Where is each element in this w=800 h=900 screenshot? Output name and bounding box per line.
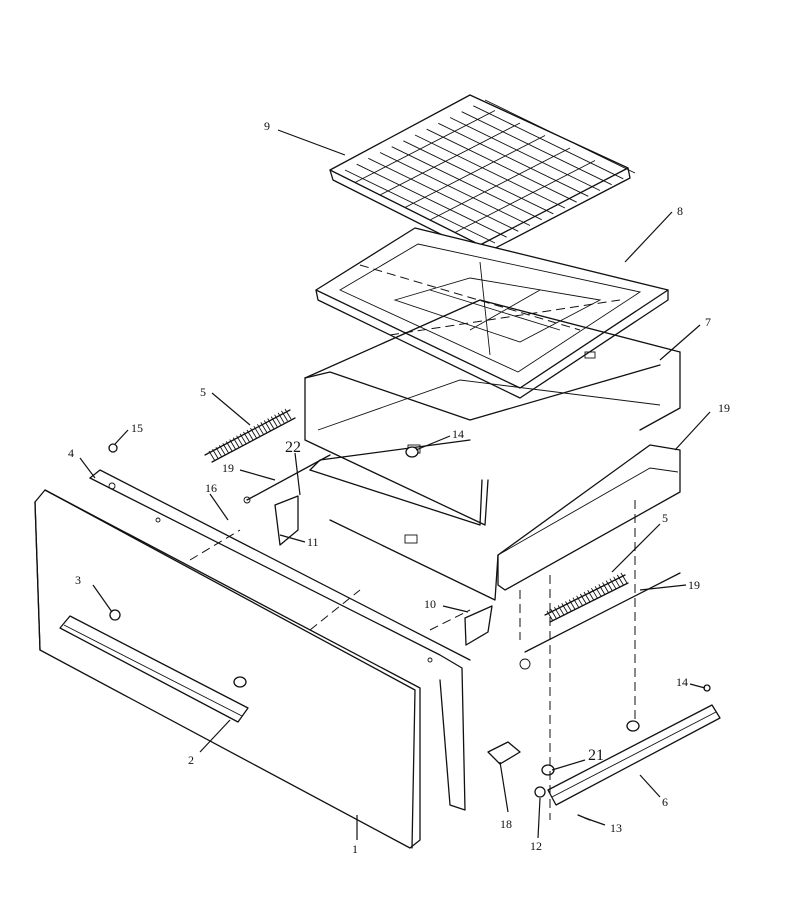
- callout-5-upper: 5: [200, 385, 206, 399]
- callout-19-upper: 19: [222, 461, 234, 475]
- spring-lower: [544, 572, 629, 623]
- callout-4: 4: [68, 446, 74, 460]
- callout-10: 10: [424, 597, 436, 611]
- broiler-grid: [329, 94, 636, 256]
- callout-12: 12: [530, 839, 542, 853]
- callout-15: 14: [452, 427, 464, 441]
- callout-3: 3: [75, 573, 81, 587]
- clip-18: [487, 741, 521, 765]
- callout-2: 2: [188, 753, 194, 767]
- callout-13: 13: [610, 821, 622, 835]
- drawer-handle: [59, 609, 249, 723]
- callout-7: 7: [705, 315, 711, 329]
- callout-8: 8: [677, 204, 683, 218]
- callout-1: 1: [352, 842, 358, 856]
- callout-11: 11: [307, 535, 319, 549]
- broiler-pan: [315, 227, 669, 399]
- drawer-front-panel: [34, 489, 421, 849]
- callout-labels: 9 8 7 19 5 15 4 16 19 22 11 14 3 2 1 5 1…: [68, 119, 730, 856]
- callout-6: 6: [662, 795, 668, 809]
- callout-5-lower: 5: [662, 511, 668, 525]
- slide-rail: [534, 704, 721, 806]
- callout-19-lower: 19: [688, 578, 700, 592]
- grid-slot-lines: [344, 99, 636, 244]
- knob-15: [405, 446, 419, 458]
- callout-21: 21: [588, 747, 604, 764]
- spring-upper: [204, 408, 296, 463]
- bracket-10: [464, 605, 493, 646]
- screw-16: [108, 443, 118, 453]
- leader-lines: [79, 129, 711, 840]
- callout-22: 22: [285, 439, 301, 456]
- callout-20: 19: [718, 401, 730, 415]
- rod-lower: [519, 572, 681, 670]
- callout-14: 14: [676, 675, 688, 689]
- callout-16: 15: [131, 421, 143, 435]
- bracket-11: [274, 495, 299, 546]
- side-panel: [329, 444, 681, 601]
- rod-upper: [243, 454, 331, 504]
- alignment-lines: [189, 264, 636, 820]
- callout-9: 9: [264, 119, 270, 133]
- callout-17: 16: [205, 481, 217, 495]
- callout-18: 18: [500, 817, 512, 831]
